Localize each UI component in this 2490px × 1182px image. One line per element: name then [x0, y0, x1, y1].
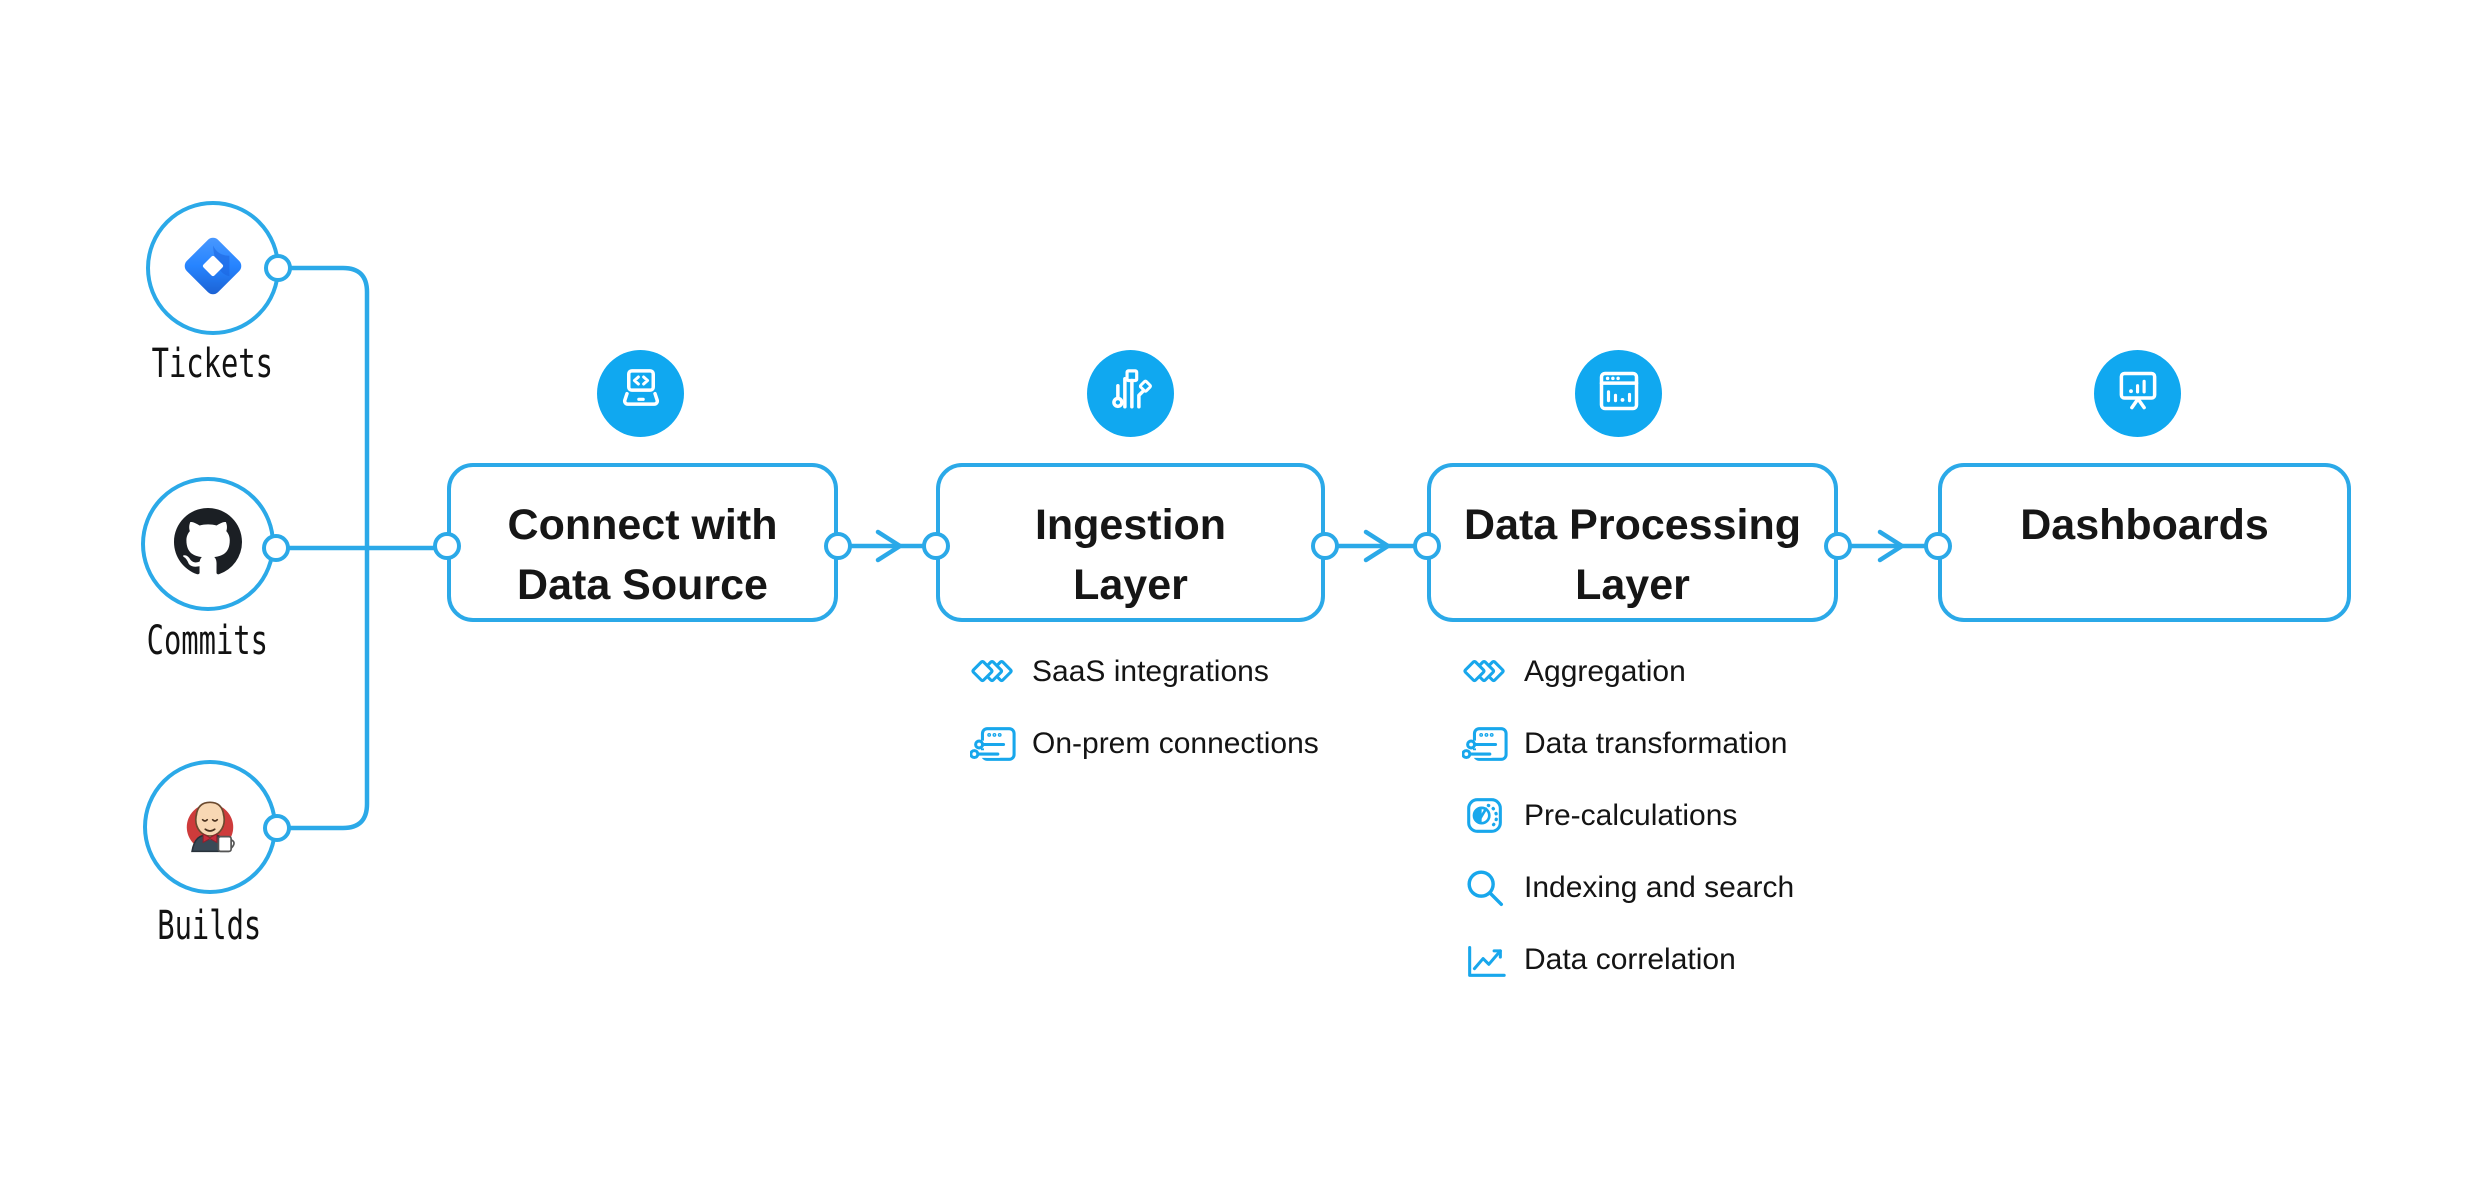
stacked-diamonds-icon — [1462, 649, 1508, 695]
stage-title: Ingestion — [1034, 501, 1227, 549]
stage-title: Data Processing — [1464, 501, 1801, 549]
stage-box-dashboards: Dashboards — [1938, 463, 2351, 622]
stacked-diamonds-icon — [970, 649, 1016, 695]
presentation-chart-icon — [2110, 363, 2166, 424]
jenkins-icon — [172, 787, 248, 868]
search-icon — [1462, 865, 1508, 911]
feature-label: Data correlation — [1524, 943, 1736, 976]
feature-item: Indexing and search — [1462, 865, 1794, 911]
source-node-tickets — [146, 201, 280, 335]
stage-title: Connect with — [507, 501, 778, 549]
stage-icon-connect — [597, 350, 684, 437]
source-label-tickets: Tickets — [151, 341, 273, 387]
processing-feature-list: Aggregation Data transformation — [1462, 649, 1794, 1009]
stage-icon-ingestion — [1087, 350, 1174, 437]
source-label-commits: Commits — [146, 618, 268, 664]
flow-arrow-head-3 — [1877, 529, 1905, 563]
window-sliders-icon — [1462, 721, 1508, 767]
feature-label: On-prem connections — [1032, 727, 1319, 760]
source-node-commits — [141, 477, 275, 611]
github-icon — [174, 507, 242, 581]
line-chart-icon — [1462, 937, 1508, 983]
window-chart-icon — [1591, 363, 1647, 424]
feature-item: Data transformation — [1462, 721, 1794, 767]
stage-title: Data Source — [517, 561, 768, 609]
flow-arrow-head-2 — [1363, 529, 1391, 563]
stage-title: Layer — [1073, 561, 1188, 609]
feature-item: Aggregation — [1462, 649, 1794, 695]
source-node-builds — [143, 760, 277, 894]
stage-box-processing: Data Processing Layer — [1427, 463, 1838, 622]
stage-box-connect: Connect with Data Source — [447, 463, 838, 622]
window-sliders-icon — [970, 721, 1016, 767]
feature-label: Pre-calculations — [1524, 799, 1738, 832]
feature-item: SaaS integrations — [970, 649, 1319, 695]
feature-label: Indexing and search — [1524, 871, 1795, 904]
stage-icon-processing — [1575, 350, 1662, 437]
circuit-icon — [1103, 363, 1159, 424]
flow-arrow-head-1 — [875, 529, 903, 563]
feature-label: Data transformation — [1524, 727, 1788, 760]
stage-title: Layer — [1575, 561, 1690, 609]
stage-icon-dashboards — [2094, 350, 2181, 437]
gauge-icon — [1462, 793, 1508, 839]
laptop-code-icon — [613, 363, 669, 424]
feature-label: Aggregation — [1524, 655, 1686, 688]
feature-item: Pre-calculations — [1462, 793, 1794, 839]
feature-item: On-prem connections — [970, 721, 1319, 767]
stage-title: Dashboards — [2020, 501, 2269, 549]
stage-box-ingestion: Ingestion Layer — [936, 463, 1325, 622]
source-label-builds: Builds — [156, 903, 262, 949]
feature-item: Data correlation — [1462, 937, 1794, 983]
feature-label: SaaS integrations — [1032, 655, 1269, 688]
ingestion-feature-list: SaaS integrations On-prem connections — [970, 649, 1319, 793]
jira-icon — [176, 229, 250, 308]
